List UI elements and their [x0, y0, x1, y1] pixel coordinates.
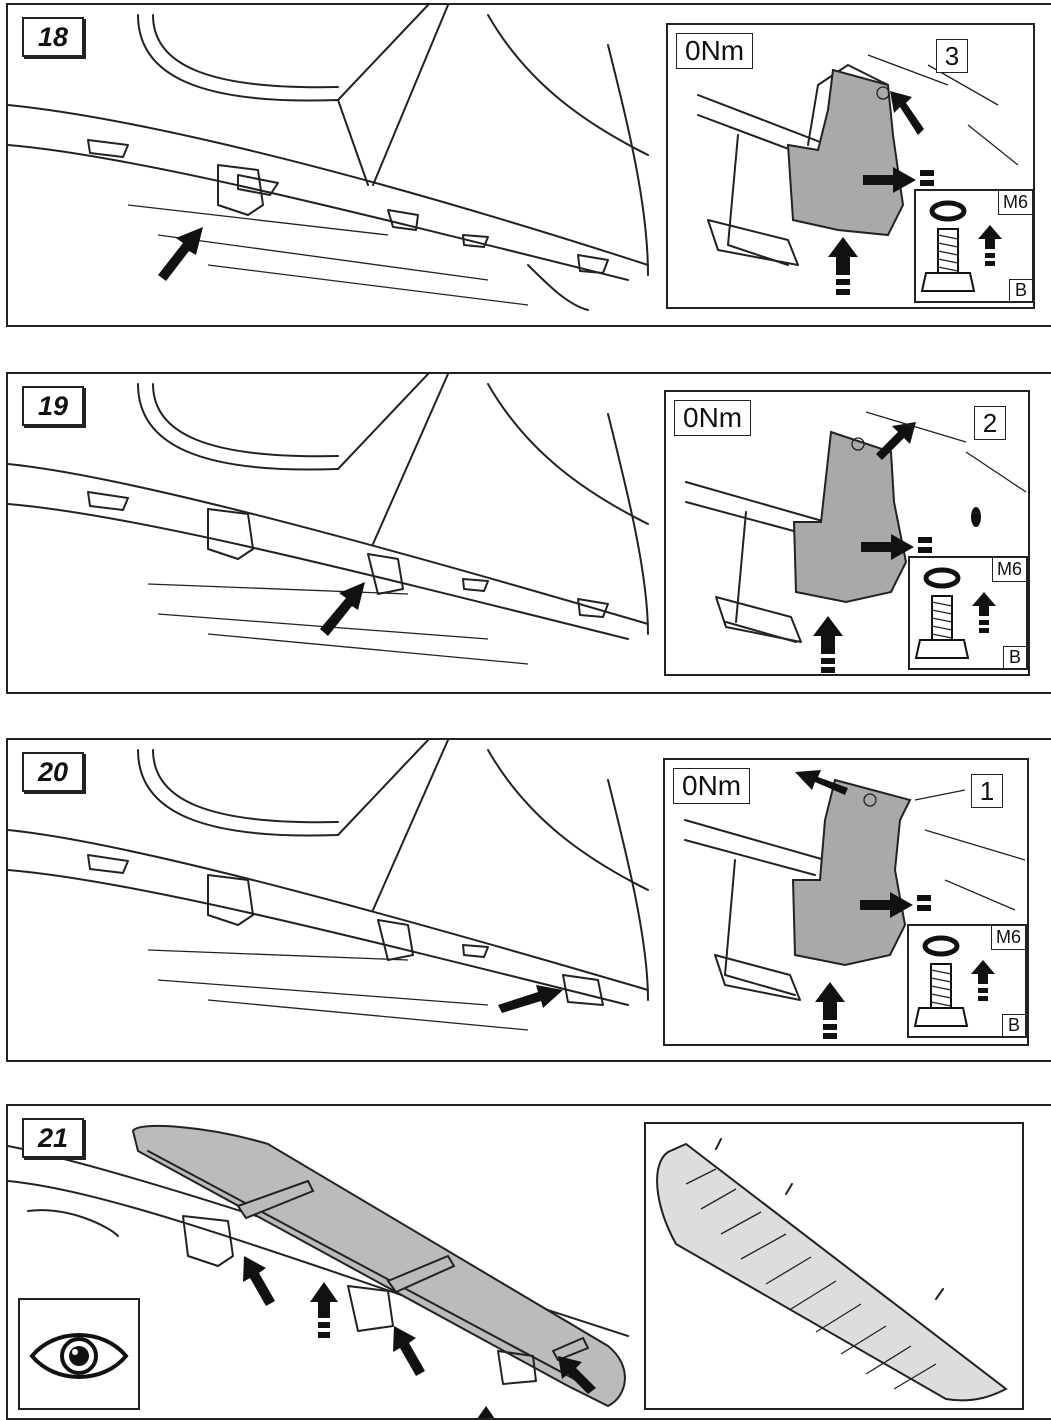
step-panel-21: 21	[6, 1104, 1051, 1420]
step-number: 21	[22, 1118, 84, 1158]
bolt-code: B	[1002, 646, 1026, 668]
arrow-icon	[320, 582, 365, 636]
step-number: 19	[22, 386, 84, 426]
detail-inset: 0Nm 1 M6 B	[663, 758, 1029, 1046]
detail-inset	[644, 1122, 1024, 1410]
arrow-icon	[158, 227, 203, 281]
bolt-icon	[920, 228, 976, 292]
callout-number: 1	[971, 774, 1003, 808]
bolt-icon	[914, 595, 970, 659]
eye-icon	[29, 1333, 129, 1379]
callout-number: 2	[974, 406, 1006, 440]
torque-label: 0Nm	[673, 768, 751, 804]
torque-label: 0Nm	[676, 33, 754, 69]
arrow-icon	[243, 1256, 596, 1418]
sill-illustration	[8, 5, 649, 311]
washer-icon	[922, 935, 960, 957]
sill-illustration	[8, 740, 649, 1031]
bolt-size: M6	[997, 191, 1032, 215]
bolt-size: M6	[990, 926, 1025, 950]
bolt-legend: M6 B	[908, 556, 1028, 670]
detail-inset: 0Nm 3 M6 B	[666, 23, 1035, 309]
running-board-detail	[656, 1138, 1008, 1402]
step-number: 20	[22, 752, 84, 792]
bolt-icon	[913, 963, 969, 1027]
step-panel-18: 18 0Nm 3	[6, 3, 1051, 327]
torque-label: 0Nm	[674, 400, 752, 436]
arrow-icon	[498, 985, 563, 1013]
inspect-box	[18, 1298, 140, 1410]
callout-number: 3	[936, 39, 968, 73]
bolt-legend: M6 B	[914, 189, 1033, 303]
bolt-code: B	[1008, 279, 1032, 301]
step-number: 18	[22, 17, 84, 57]
washer-icon	[929, 200, 967, 222]
bolt-size: M6	[991, 558, 1026, 582]
sill-illustration	[8, 374, 649, 665]
bolt-code: B	[1001, 1014, 1025, 1036]
step-panel-19: 19 0Nm 2	[6, 372, 1051, 694]
detail-inset: 0Nm 2 M6 B	[664, 390, 1030, 676]
washer-icon	[923, 567, 961, 589]
bolt-legend: M6 B	[907, 924, 1027, 1038]
step-panel-20: 20 0Nm 1	[6, 738, 1051, 1062]
